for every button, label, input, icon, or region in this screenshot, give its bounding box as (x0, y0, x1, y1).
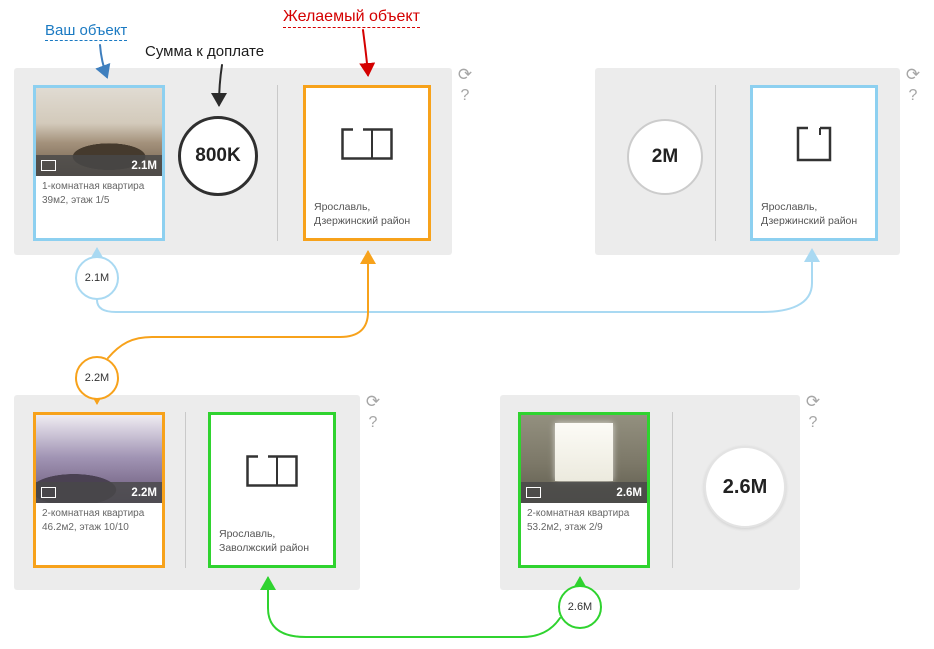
orange-chain-line (107, 250, 376, 359)
price-amount: 2M (651, 146, 679, 167)
blue-chain-line (96, 248, 820, 313)
blue-connector-amount: 2.1M (75, 256, 119, 300)
help-icon[interactable]: ? (368, 414, 378, 431)
floorplan-two-rooms-icon (341, 127, 393, 160)
photos-icon (41, 487, 56, 498)
orange-connector-amount: 2.2M (75, 356, 119, 400)
apartment-card[interactable]: 2.2M 2-комнатная квартира 46.2м2, этаж 1… (33, 412, 165, 568)
area-caption: Ярославль, Заволжский район (219, 527, 310, 554)
desired-area-card[interactable]: Ярославль, Заволжский район (208, 412, 336, 568)
your-object-label[interactable]: Ваш объект (45, 22, 128, 41)
desired-area-card[interactable]: Ярославль, Дзержинский район (750, 85, 878, 241)
badge-price: 2.2M (131, 486, 157, 499)
panel-top-left: 2.1M 1-комнатная квартира 39м2, этаж 1/5… (14, 68, 452, 255)
refresh-icon[interactable]: ⟳ (805, 392, 821, 411)
panel-bottom-left-actions: ⟳ ? (362, 393, 384, 431)
price-badge: 2.6M (521, 482, 647, 503)
price-circle: 2M (627, 119, 703, 195)
divider (185, 412, 186, 568)
connector-amount-text: 2.1M (84, 272, 110, 284)
price-circle: 2.6M (704, 446, 786, 528)
apartment-caption: 1-комнатная квартира 39м2, этаж 1/5 (42, 181, 145, 206)
refresh-icon[interactable]: ⟳ (457, 65, 473, 84)
green-connector-amount: 2.6M (558, 585, 602, 629)
photos-icon (41, 160, 56, 171)
divider (715, 85, 716, 241)
apartment-caption: 2-комнатная квартира 53.2м2, этаж 2/9 (527, 508, 630, 533)
price-badge: 2.1M (36, 155, 162, 176)
floorplan-icon (753, 88, 875, 200)
refresh-icon[interactable]: ⟳ (905, 65, 921, 84)
apartment-photo: 2.1M (36, 88, 162, 176)
surcharge-amount: 800K (195, 145, 241, 166)
badge-price: 2.1M (131, 159, 157, 172)
connector-amount-text: 2.6M (567, 601, 593, 613)
panel-bottom-right-actions: ⟳ ? (802, 393, 824, 431)
panel-bottom-right: 2.6M 2-комнатная квартира 53.2м2, этаж 2… (500, 395, 800, 590)
desired-area-card[interactable]: Ярославль, Дзержинский район (303, 85, 431, 241)
panel-top-left-actions: ⟳ ? (454, 66, 476, 104)
help-icon[interactable]: ? (460, 87, 470, 104)
help-icon[interactable]: ? (908, 87, 918, 104)
surcharge-label: Сумма к доплате (145, 43, 265, 60)
refresh-icon[interactable]: ⟳ (365, 392, 381, 411)
connector-amount-text: 2.2M (84, 372, 110, 384)
help-icon[interactable]: ? (808, 414, 818, 431)
floorplan-icon (306, 88, 428, 200)
divider (672, 412, 673, 568)
panel-top-right-actions: ⟳ ? (902, 66, 924, 104)
apartment-photo: 2.2M (36, 415, 162, 503)
apartment-caption: 2-комнатная квартира 46.2м2, этаж 10/10 (42, 508, 145, 533)
panel-bottom-left: 2.2M 2-комнатная квартира 46.2м2, этаж 1… (14, 395, 360, 590)
your-apartment-card[interactable]: 2.1M 1-комнатная квартира 39м2, этаж 1/5 (33, 85, 165, 241)
price-amount: 2.6M (722, 475, 768, 498)
panel-top-right: 2M Ярославль, Дзержинский район (595, 68, 900, 255)
floorplan-two-rooms-icon (246, 454, 298, 487)
floorplan-one-room-icon (796, 126, 832, 162)
floorplan-icon (211, 415, 333, 527)
divider (277, 85, 278, 241)
area-caption: Ярославль, Дзержинский район (761, 200, 858, 227)
area-caption: Ярославль, Дзержинский район (314, 200, 411, 227)
surcharge-circle: 800K (178, 116, 258, 196)
apartment-card[interactable]: 2.6M 2-комнатная квартира 53.2м2, этаж 2… (518, 412, 650, 568)
apartment-photo: 2.6M (521, 415, 647, 503)
price-badge: 2.2M (36, 482, 162, 503)
badge-price: 2.6M (616, 486, 642, 499)
photos-icon (526, 487, 541, 498)
desired-object-label[interactable]: Желаемый объект (283, 8, 420, 28)
photo-window (555, 423, 613, 481)
